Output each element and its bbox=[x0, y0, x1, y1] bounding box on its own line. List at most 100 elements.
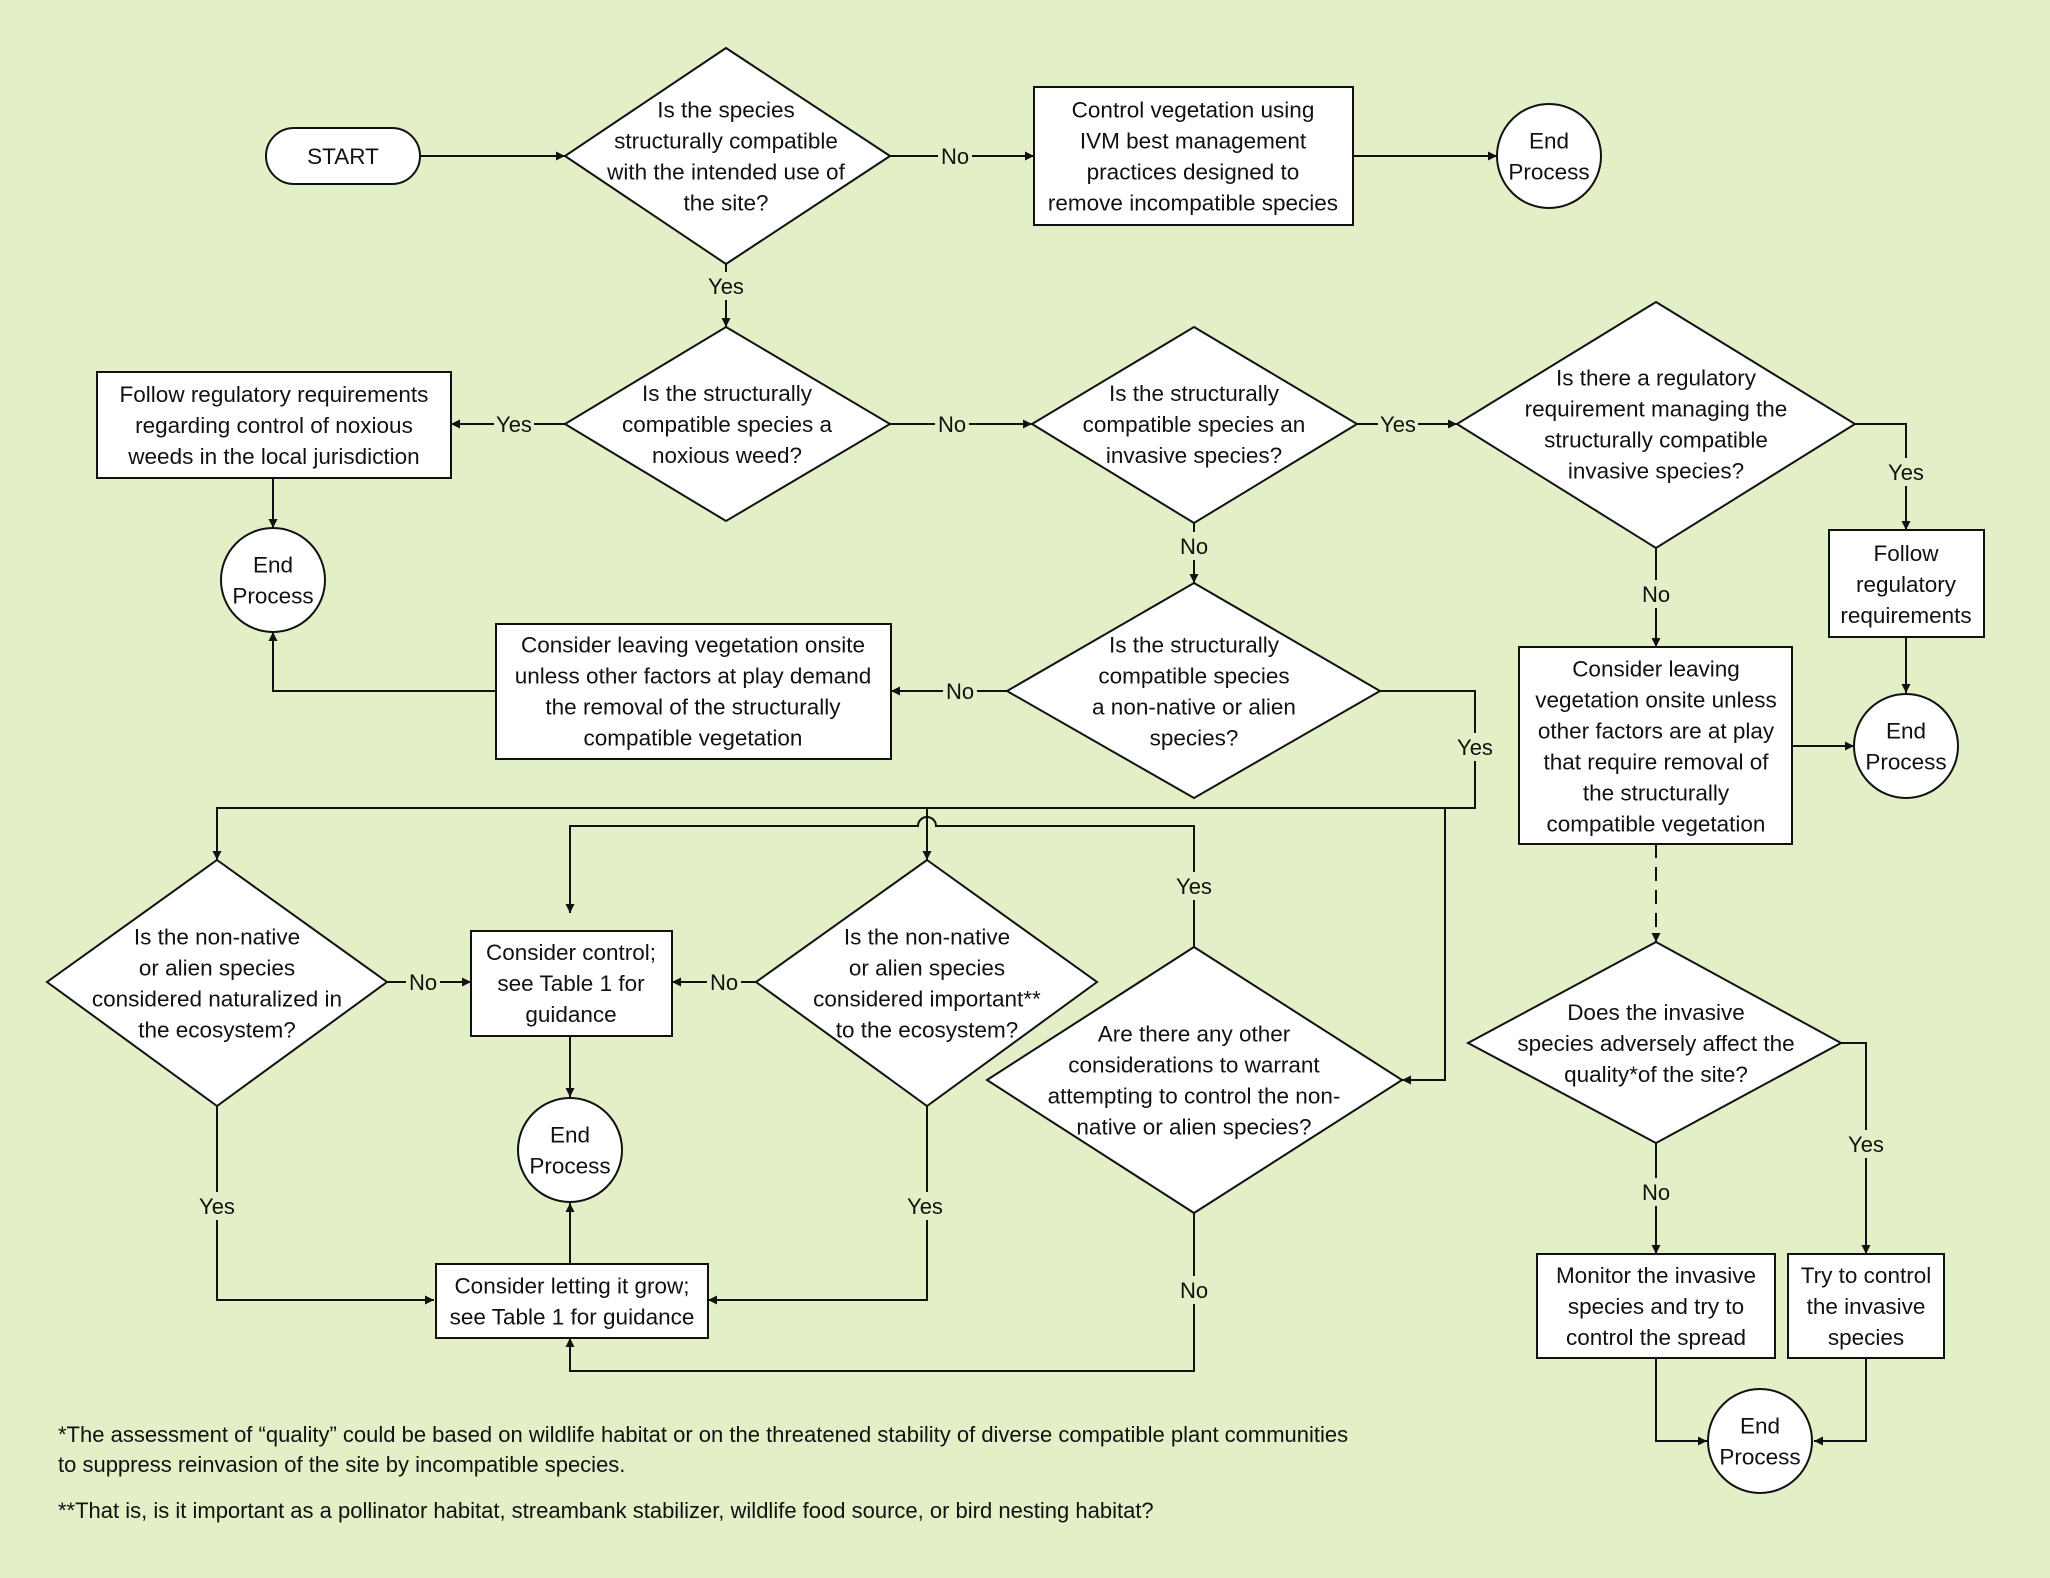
label-d5-yes: Yes bbox=[1455, 733, 1495, 761]
node-label-line: species adversely affect the bbox=[1517, 1031, 1794, 1056]
node-label-line: control the spread bbox=[1566, 1325, 1746, 1350]
node-label-line: End bbox=[1529, 129, 1569, 154]
node-label-start: START bbox=[307, 144, 379, 169]
node-label-line: considered important** bbox=[813, 987, 1041, 1012]
node-label-line: considerations to warrant bbox=[1068, 1053, 1320, 1078]
node-label-line: Try to control bbox=[1801, 1263, 1931, 1288]
node-label-line: compatible vegetation bbox=[1547, 812, 1766, 837]
node-label-line: invasive species? bbox=[1106, 443, 1282, 468]
edge-d7-yes bbox=[708, 1106, 928, 1305]
svg-text:No: No bbox=[1180, 534, 1208, 559]
node-label-line: Is there a regulatory bbox=[1556, 366, 1757, 391]
svg-text:No: No bbox=[1642, 1180, 1670, 1205]
node-label-d6: Is the non-native or alien species conside… bbox=[92, 925, 342, 1043]
svg-text:No: No bbox=[1642, 582, 1670, 607]
label-d7-no: No bbox=[707, 968, 741, 996]
node-label-b_grow: Consider letting it grow;see Table 1 for… bbox=[450, 1274, 695, 1330]
svg-text:Yes: Yes bbox=[708, 274, 744, 299]
footnote-quality-line-1: *The assessment of “quality” could be ba… bbox=[58, 1422, 1348, 1447]
label-d3-yes: Yes bbox=[1378, 410, 1418, 438]
node-label-line: compatible vegetation bbox=[584, 726, 803, 751]
node-label-line: Consider leaving bbox=[1572, 657, 1740, 682]
edge-try-to-end bbox=[1814, 1358, 1867, 1446]
label-d7-yes: Yes bbox=[905, 1192, 945, 1220]
node-label-line: the structurally bbox=[1583, 781, 1730, 806]
svg-text:No: No bbox=[946, 679, 974, 704]
node-label-line: a non-native or alien bbox=[1092, 695, 1296, 720]
node-label-line: weeds in the local jurisdiction bbox=[127, 444, 419, 469]
node-label-line: see Table 1 for bbox=[497, 971, 645, 996]
node-label-line: invasive species? bbox=[1568, 459, 1744, 484]
connectors bbox=[212, 151, 1911, 1446]
edge-d5-yes bbox=[212, 690, 1476, 860]
node-label-line: Are there any other bbox=[1098, 1022, 1291, 1047]
decision-adversely-affect-quality: Does the invasive species adversely affec… bbox=[1465, 940, 1844, 1145]
edge-d4-yes bbox=[1855, 423, 1911, 530]
node-label-line: Is the non-native bbox=[134, 925, 300, 950]
node-label-line: the ecosystem? bbox=[138, 1018, 296, 1043]
svg-text:No: No bbox=[1180, 1278, 1208, 1303]
node-label-line: the site? bbox=[683, 191, 768, 216]
node-label-line: species? bbox=[1150, 726, 1239, 751]
svg-text:Yes: Yes bbox=[1457, 735, 1493, 760]
node-label-line: to the ecosystem? bbox=[836, 1018, 1019, 1043]
process-consider-leaving-right: Consider leaving vegetation onsite unless… bbox=[1518, 646, 1793, 845]
decision-regulatory-requirement: Is there a regulatory requirement managin… bbox=[1455, 300, 1857, 550]
edge-labels: No Yes Yes No Yes No Yes No No Yes No Ye… bbox=[197, 142, 1926, 1304]
node-label-line: or alien species bbox=[849, 956, 1005, 981]
node-label-line: Consider leaving vegetation onsite bbox=[521, 633, 865, 658]
node-label-line: or alien species bbox=[139, 956, 295, 981]
node-label-line: Does the invasive bbox=[1567, 1000, 1745, 1025]
node-label-line: Is the species bbox=[657, 98, 795, 123]
label-d1-no: No bbox=[938, 142, 972, 170]
label-d9-no: No bbox=[1639, 1178, 1673, 1206]
label-d2-no: No bbox=[935, 410, 969, 438]
node-label-line: compatible species an bbox=[1083, 412, 1306, 437]
svg-text:Yes: Yes bbox=[907, 1194, 943, 1219]
node-label-line: Follow regulatory requirements bbox=[120, 382, 429, 407]
node-label-line: Is the structurally bbox=[1109, 381, 1280, 406]
node-label-line: Monitor the invasive bbox=[1556, 1263, 1756, 1288]
svg-text:No: No bbox=[710, 970, 738, 995]
svg-text:No: No bbox=[409, 970, 437, 995]
node-label-line: the removal of the structurally bbox=[545, 695, 841, 720]
node-label-line: practices designed to bbox=[1087, 160, 1300, 185]
node-label-b_leave_right: Consider leaving vegetation onsite unless… bbox=[1535, 657, 1776, 837]
process-consider-letting-grow: Consider letting it grow;see Table 1 for… bbox=[435, 1263, 709, 1339]
svg-text:Yes: Yes bbox=[496, 412, 532, 437]
decision-invasive-species: Is the structurally compatible species an… bbox=[1030, 325, 1359, 525]
node-label-line: requirement managing the bbox=[1525, 397, 1788, 422]
footnote-quality-line-2: to suppress reinvasion of the site by in… bbox=[58, 1452, 625, 1477]
node-label-d9: Does the invasive species adversely affec… bbox=[1517, 1000, 1794, 1087]
node-label-line: Process bbox=[1508, 160, 1589, 185]
node-label-line: considered naturalized in bbox=[92, 987, 342, 1012]
label-d2-yes: Yes bbox=[494, 410, 534, 438]
decision-other-considerations: Are there any other considerations to war… bbox=[985, 945, 1404, 1215]
label-d4-no: No bbox=[1639, 580, 1673, 608]
node-label-line: vegetation onsite unless bbox=[1535, 688, 1776, 713]
edge-d9-yes bbox=[1841, 1042, 1871, 1254]
svg-text:Yes: Yes bbox=[1380, 412, 1416, 437]
node-label-line: IVM best management bbox=[1080, 129, 1307, 154]
node-label-line: End bbox=[1886, 719, 1926, 744]
decision-naturalized: Is the non-native or alien species conside… bbox=[45, 858, 389, 1108]
node-label-line: regulatory bbox=[1856, 572, 1957, 597]
node-label-line: other factors are at play bbox=[1538, 719, 1775, 744]
